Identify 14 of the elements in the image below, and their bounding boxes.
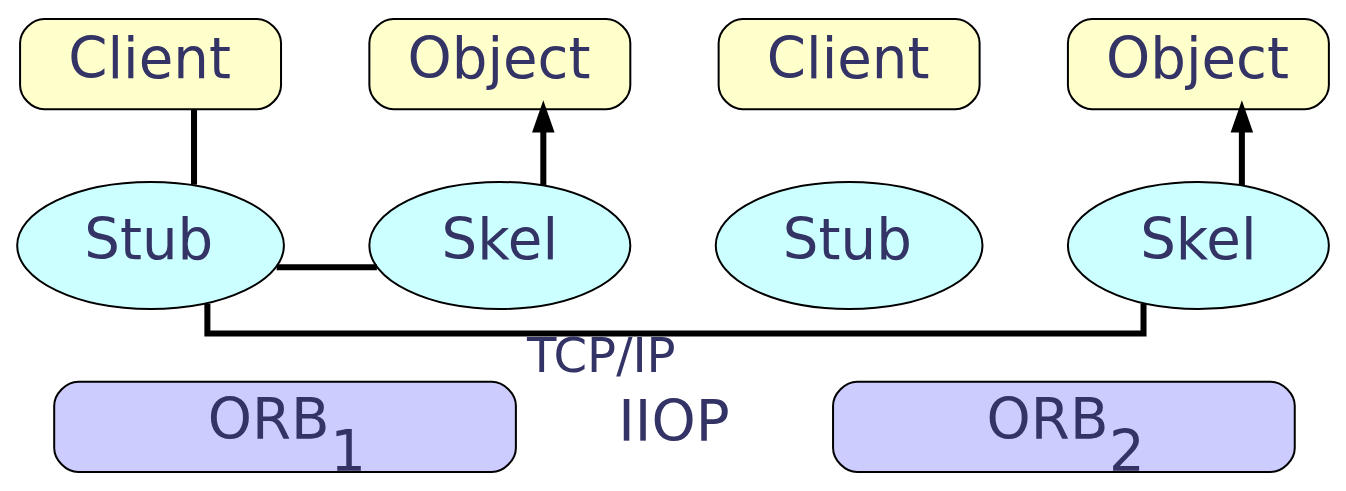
connector bbox=[276, 264, 377, 271]
node-ellipse: Skel bbox=[1066, 181, 1330, 310]
node-box: Object bbox=[1066, 18, 1330, 111]
node-ellipse: Stub bbox=[16, 181, 285, 310]
arrow bbox=[1230, 100, 1254, 186]
node-ellipse: Stub bbox=[714, 181, 984, 310]
arrow bbox=[532, 100, 555, 186]
node-box: Client bbox=[19, 18, 283, 111]
label: IIOP bbox=[618, 388, 730, 454]
node-box: Object bbox=[368, 18, 632, 111]
node-ellipse: Skel bbox=[368, 181, 632, 310]
node-box: Client bbox=[717, 18, 981, 111]
connector bbox=[191, 109, 198, 185]
edge-label: TCP/IP bbox=[526, 327, 676, 383]
